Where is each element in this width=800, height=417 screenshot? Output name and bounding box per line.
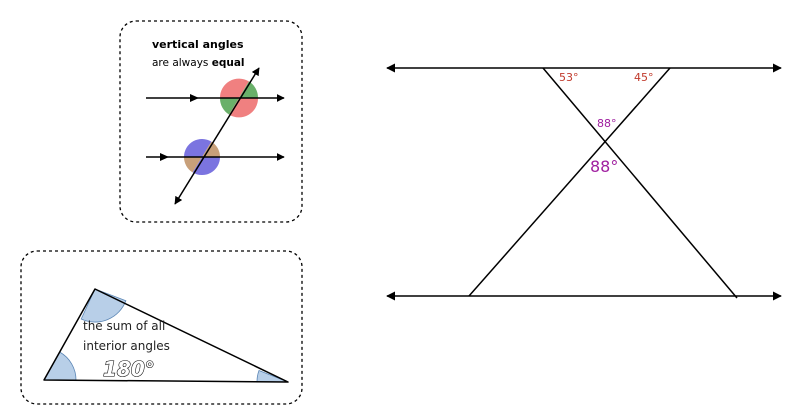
triangle-angle-wedge-top [80, 288, 127, 323]
vertical-angles-card-border [119, 20, 303, 223]
angle-label-top-left: 53° [559, 71, 579, 84]
parallel-line-top-mid-arrow [190, 94, 199, 102]
triangle-sum-card: the sum of all interior angles 180° [20, 250, 303, 405]
parallel-line-bottom-mid-arrow [160, 153, 169, 161]
vertical-angles-subtitle: are always equal [152, 57, 245, 69]
vertical-angles-title: vertical angles [152, 38, 244, 51]
transversal-right-to-left [468, 67, 671, 297]
transversal-left-to-right [542, 67, 738, 299]
angle-label-top-right: 45° [634, 71, 654, 84]
transversal-line [174, 67, 260, 205]
triangle-total-label: 180° [103, 357, 155, 381]
triangle-angle-wedge-left [43, 351, 77, 381]
angle-label-vertex-bottom: 88° [590, 157, 618, 176]
angle-label-vertex-top: 88° [597, 117, 617, 130]
main-figure: 53° 45° 88° 88° [386, 63, 782, 301]
triangle-shape [43, 288, 289, 383]
vertical-angles-card: vertical angles are always equal [119, 20, 303, 223]
triangle-text-line2: interior angles [83, 339, 170, 353]
triangle-text-line1: the sum of all [83, 319, 165, 333]
